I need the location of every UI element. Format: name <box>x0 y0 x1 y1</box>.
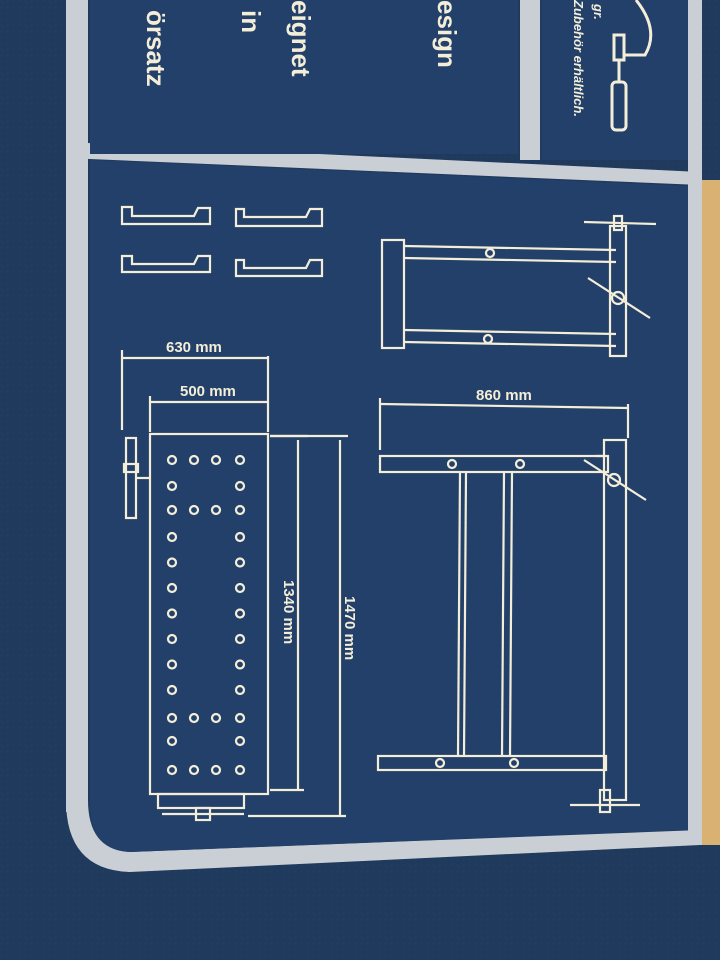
perforation-hole <box>210 454 222 466</box>
perforation-holes <box>166 454 246 776</box>
top-left-panel <box>90 0 518 154</box>
perforation-hole <box>166 633 178 645</box>
perforation-hole <box>234 764 246 776</box>
perforation-hole <box>166 557 178 568</box>
dimension-label-630: 630 mm <box>166 339 222 356</box>
perforation-hole <box>234 557 246 568</box>
perforation-hole <box>166 764 178 776</box>
perforation-hole <box>166 659 178 670</box>
perforation-hole <box>234 608 246 619</box>
perforation-hole <box>234 480 246 492</box>
perforation-hole <box>188 764 200 776</box>
perforation-hole <box>234 504 246 516</box>
perforation-hole <box>234 684 246 696</box>
perforation-hole <box>210 712 222 724</box>
perforation-hole <box>166 531 178 543</box>
top-text-fragments: esign eignet in örsatz gr. Zubehör erhäl… <box>141 0 606 117</box>
accessory-note: gr. <box>591 3 606 20</box>
perforation-hole <box>234 633 246 645</box>
front-view-drawing <box>376 438 647 814</box>
perforation-hole <box>188 454 200 466</box>
perforation-hole <box>210 504 222 516</box>
perforation-hole <box>210 764 222 776</box>
box-text-fragment: eignet <box>286 0 316 77</box>
profile-parts <box>120 205 324 278</box>
side-view-drawing <box>380 214 657 358</box>
perforation-hole <box>234 454 246 466</box>
perforation-hole <box>166 608 178 619</box>
perforation-hole <box>166 684 178 696</box>
perforation-hole <box>166 480 178 492</box>
dimension-label-860: 860 mm <box>476 387 532 404</box>
perforation-hole <box>188 712 200 724</box>
dimension-label-1340: 1340 mm <box>280 580 297 644</box>
perforation-hole <box>188 504 200 516</box>
clamp-accessory-drawing <box>610 0 653 132</box>
dimension-label-1470: 1470 mm <box>341 596 358 660</box>
perforation-hole <box>234 531 246 543</box>
perforation-hole <box>166 712 178 724</box>
perforation-hole <box>234 712 246 724</box>
perforation-hole <box>166 454 178 466</box>
box-text-fragment: esign <box>432 0 462 68</box>
dimension-label-500: 500 mm <box>180 383 236 400</box>
accessory-note: Zubehör erhältlich. <box>571 0 586 117</box>
perforation-hole <box>234 582 246 594</box>
perforation-hole <box>166 504 178 516</box>
perforation-hole <box>166 582 178 594</box>
perforation-hole <box>234 659 246 670</box>
box-text-fragment: in <box>236 10 266 33</box>
dimension-lines <box>120 350 630 818</box>
box-text-fragment: örsatz <box>141 10 171 87</box>
dimension-labels: 630 mm 500 mm 860 mm 1340 mm 1470 mm <box>166 339 532 660</box>
perforation-hole <box>234 735 246 747</box>
top-right-panel <box>542 0 688 160</box>
perforation-hole <box>166 735 178 747</box>
top-view-drawing <box>122 432 270 822</box>
